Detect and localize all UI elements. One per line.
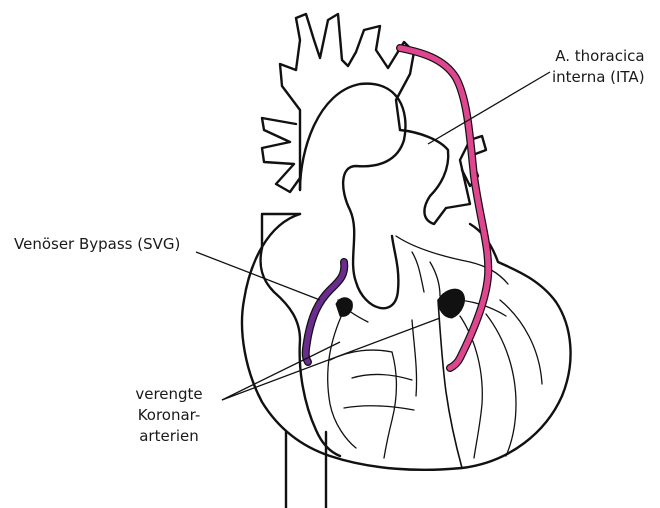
- leader-line-coronary-2: [222, 342, 340, 400]
- stenosis-left: [438, 289, 464, 318]
- superior-vena-cava: [262, 214, 300, 248]
- heart-outline: [242, 214, 571, 470]
- leader-line-coronary-1: [222, 318, 440, 400]
- label-svg: Venöser Bypass (SVG): [14, 234, 180, 255]
- leader-line-svg: [196, 252, 320, 300]
- label-ita-line-2: interna (ITA): [552, 67, 645, 88]
- ita-graft-fill: [400, 48, 488, 368]
- pulmonary-trunk: [400, 130, 470, 224]
- atrium-border: [261, 248, 341, 456]
- aortic-branches: [280, 14, 414, 190]
- label-coronary-line-3: arterien: [114, 426, 224, 447]
- label-ita-line-1: A. thoracica: [552, 46, 645, 67]
- interventricular-groove: [438, 300, 462, 468]
- leader-line-ita: [428, 72, 550, 144]
- label-coronary-line-1: verengte: [114, 384, 224, 405]
- left-pulmonary-branches: [262, 118, 300, 192]
- stenosis-right: [336, 298, 352, 317]
- label-coronary: verengte Koronar- arterien: [114, 384, 224, 447]
- label-coronary-line-2: Koronar-: [114, 405, 224, 426]
- aortic-arch: [300, 84, 405, 309]
- inferior-vena-cava: [286, 432, 326, 508]
- coronary-arteries: [328, 236, 542, 458]
- label-ita: A. thoracica interna (ITA): [552, 46, 645, 88]
